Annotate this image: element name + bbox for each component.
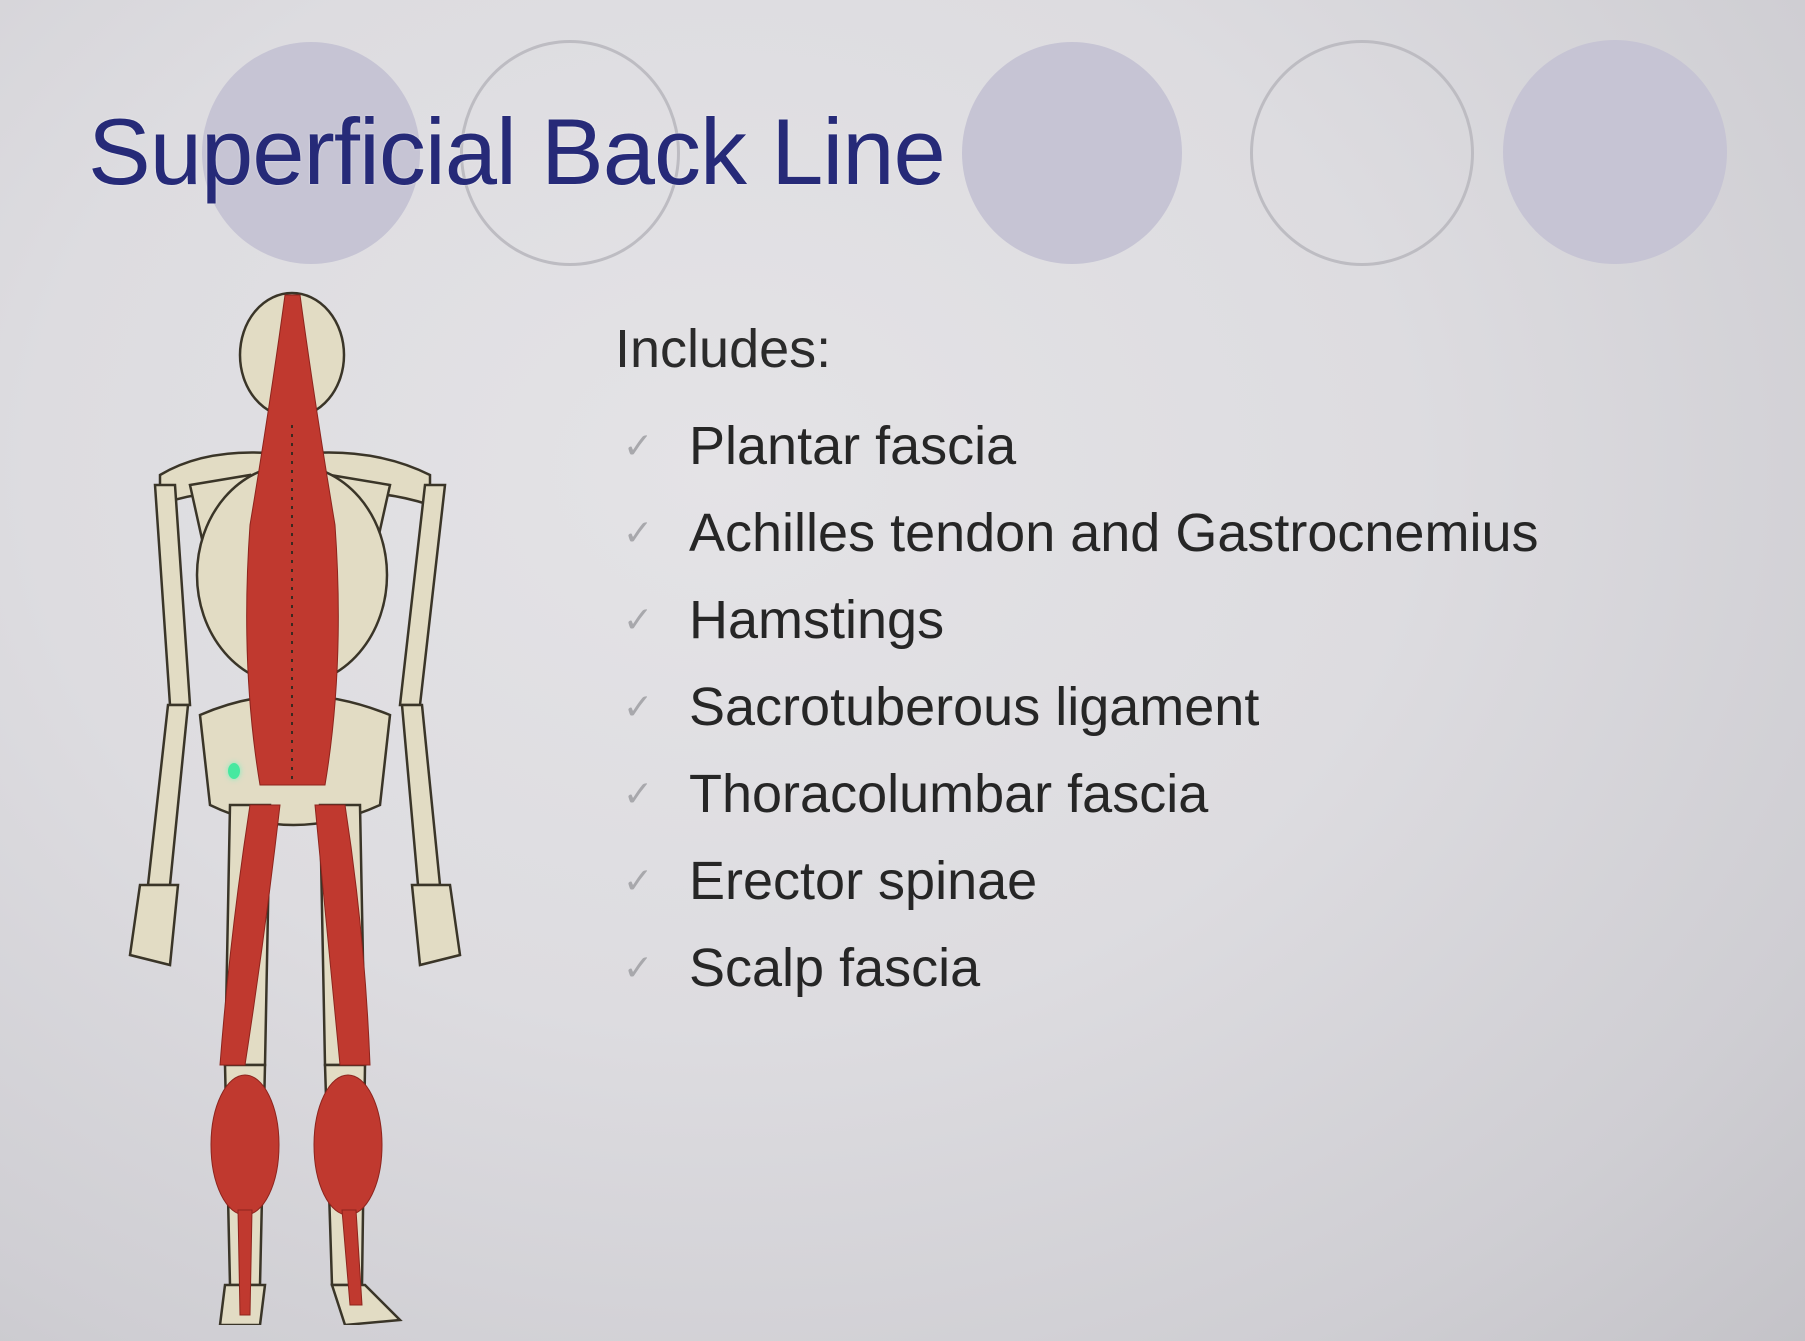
decor-circle-2 [460, 40, 680, 266]
list-item: ✓ Plantar fascia [615, 402, 1538, 489]
list-item-label: Plantar fascia [689, 415, 1017, 476]
list-item-label: Hamstings [689, 589, 945, 650]
decor-circle-4 [1250, 40, 1474, 266]
slide-content: Includes: ✓ Plantar fascia ✓ Achilles te… [615, 318, 1538, 1011]
list-item: ✓ Scalp fascia [615, 924, 1538, 1011]
list-item: ✓ Hamstings [615, 576, 1538, 663]
list-item: ✓ Erector spinae [615, 837, 1538, 924]
list-item: ✓ Achilles tendon and Gastrocnemius [615, 489, 1538, 576]
list-item-label: Scalp fascia [689, 937, 981, 998]
list-item: ✓ Thoracolumbar fascia [615, 750, 1538, 837]
check-icon: ✓ [623, 772, 654, 814]
slide-title: Superficial Back Line [88, 99, 946, 204]
list-item-label: Erector spinae [689, 850, 1038, 911]
laser-pointer-dot [228, 763, 240, 779]
decor-circle-3 [962, 42, 1182, 264]
skeleton-illustration [128, 291, 462, 1325]
check-icon: ✓ [623, 598, 654, 640]
check-icon: ✓ [623, 859, 654, 901]
list-item-label: Sacrotuberous ligament [689, 676, 1260, 737]
check-icon: ✓ [623, 511, 654, 553]
check-icon: ✓ [623, 424, 654, 466]
list-item-label: Thoracolumbar fascia [689, 763, 1209, 824]
list-item-label: Achilles tendon and Gastrocnemius [689, 502, 1539, 563]
decor-circle-1 [202, 42, 420, 264]
decor-circle-5 [1503, 40, 1727, 264]
includes-list: ✓ Plantar fascia ✓ Achilles tendon and G… [615, 402, 1538, 1011]
list-item: ✓ Sacrotuberous ligament [615, 663, 1538, 750]
check-icon: ✓ [623, 685, 654, 727]
check-icon: ✓ [623, 946, 654, 988]
includes-heading: Includes: [615, 319, 832, 379]
